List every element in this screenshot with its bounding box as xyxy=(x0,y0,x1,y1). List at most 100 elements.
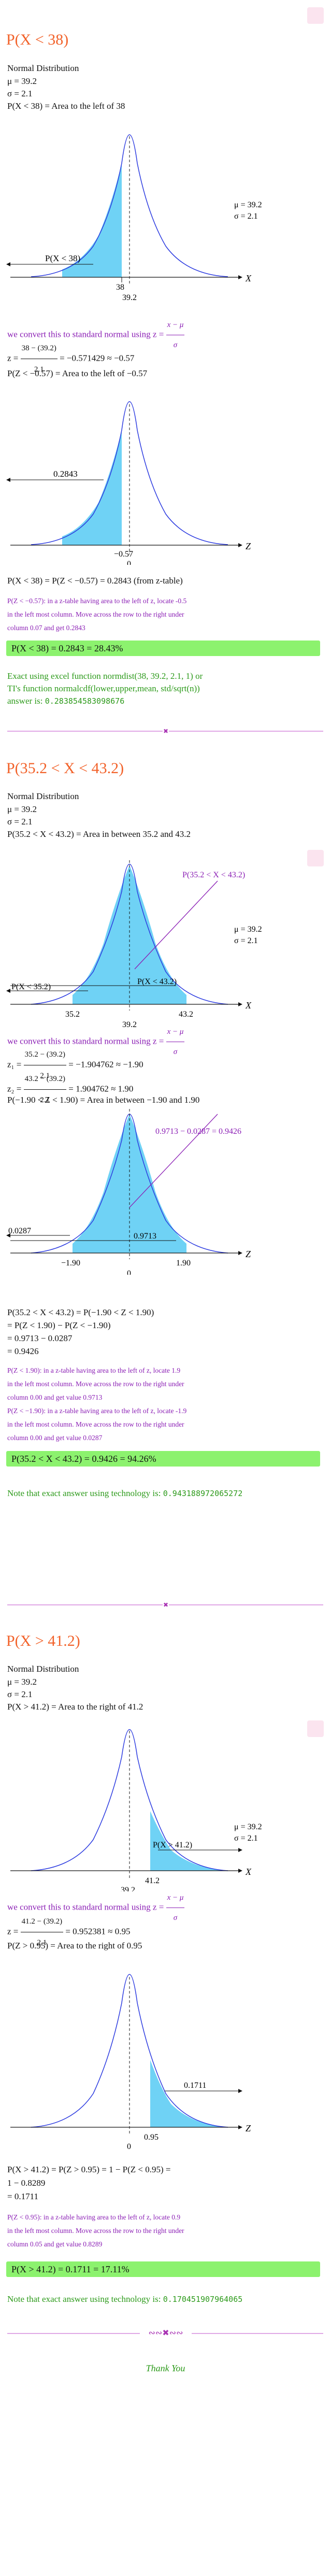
convert-text: we convert this to standard normal using… xyxy=(7,315,185,355)
text-line: μ = 39.2 xyxy=(7,804,37,814)
mu-label: μ = 39.2 xyxy=(234,201,262,209)
section-title: P(X < 38) xyxy=(6,31,69,48)
divider-ornament: ✖ xyxy=(163,728,169,735)
frac-denominator: σ xyxy=(173,1048,178,1056)
sigma-label: σ = 2.1 xyxy=(234,936,258,945)
z-prefix: z = xyxy=(7,353,19,363)
note-line: in the left most column. Move across the… xyxy=(7,1420,184,1428)
shaded-area xyxy=(150,1811,228,1871)
shaded-area xyxy=(62,430,122,545)
note-line: column 0.07 and get 0.2843 xyxy=(7,624,85,632)
standard-normal-figure: 0.9713 − 0.0287 = 0.9426 0.0287 0.9713 −… xyxy=(6,1109,251,1275)
shaded-area xyxy=(62,163,122,277)
result-line: = 0.1711 xyxy=(7,2191,38,2201)
frac-numerator: 41.2 − (39.2) xyxy=(20,1911,64,1932)
bell-curve xyxy=(31,134,228,277)
tech-note: Exact using excel function normdist(38, … xyxy=(7,671,203,681)
tick-label: 41.2 xyxy=(145,1876,160,1885)
tick-label: 43.2 xyxy=(179,1010,193,1019)
shaded-area xyxy=(150,2060,228,2127)
convert-label: we convert this to standard normal using… xyxy=(7,329,164,339)
tick-label: 0 xyxy=(127,1269,131,1275)
note-line: column 0.00 and get value 0.9713 xyxy=(7,1393,103,1401)
mu-label: μ = 39.2 xyxy=(234,1823,262,1831)
text-line: P(X < 38) = Area to the left of 38 xyxy=(7,101,125,111)
axis-label: Z xyxy=(246,1249,251,1259)
sigma-label: σ = 2.1 xyxy=(234,1834,258,1843)
standard-normal-figure: 0.1711 0.95 0 Z xyxy=(10,1974,251,2151)
tech-label: Note that exact answer using technology … xyxy=(7,1488,161,1498)
bell-curve xyxy=(31,1974,228,2128)
z-prefix: z₂ = xyxy=(7,1084,22,1094)
section-title: P(X > 41.2) xyxy=(6,1632,80,1649)
tick-label: 0 xyxy=(127,2142,131,2151)
axis-label: X xyxy=(245,1000,252,1011)
z-result: = −1.904762 ≈ −1.90 xyxy=(68,1059,143,1070)
result-line: = P(Z < 1.90) − P(Z < −1.90) xyxy=(7,1320,111,1330)
frac-denominator: σ xyxy=(173,1914,178,1922)
text-line: P(Z > 0.95) = Area to the right of 0.95 xyxy=(7,1941,142,1951)
tick-label: −1.90 xyxy=(61,1259,80,1268)
bell-curve xyxy=(31,1729,228,1871)
area-label: P(X < 43.2) xyxy=(137,977,177,986)
tick-label: −0.57 xyxy=(114,550,133,559)
note-line: in the left most column. Move across the… xyxy=(7,2227,184,2235)
convert-label: we convert this to standard normal using… xyxy=(7,1036,164,1046)
frac-numerator: x − μ xyxy=(166,315,185,335)
frac-numerator: 43.2 − (39.2) xyxy=(23,1069,67,1090)
tick-label: 0.95 xyxy=(144,2133,159,2142)
text-line: σ = 2.1 xyxy=(7,89,33,98)
answer-box: P(X < 38) = 0.2843 = 28.43% xyxy=(6,641,320,656)
tick-label: 35.2 xyxy=(65,1010,80,1019)
answer-box: P(35.2 < X < 43.2) = 0.9426 = 94.26% xyxy=(6,1451,320,1467)
callout-label: 0.9713 − 0.0287 = 0.9426 xyxy=(155,1127,241,1136)
note-line: P(Z < −1.90): in a z-table having area t… xyxy=(7,1407,187,1415)
result-line: P(35.2 < X < 43.2) = P(−1.90 < Z < 1.90) xyxy=(7,1307,154,1317)
tech-note: answer is: 0.283854583098676 xyxy=(7,695,124,707)
area-label: P(X > 41.2) xyxy=(153,1841,192,1849)
tech-value: 0.943188972065272 xyxy=(163,1489,243,1498)
text-line: P(X > 41.2) = Area to the right of 41.2 xyxy=(7,1702,143,1712)
frac-denominator: 2.1 xyxy=(40,1072,50,1080)
area-label: 0.9713 xyxy=(134,1232,156,1241)
note-line: column 0.05 and get value 0.8289 xyxy=(7,2240,103,2248)
tech-note: Note that exact answer using technology … xyxy=(7,1487,242,1500)
callout-line xyxy=(134,880,218,970)
z-equation: z₂ = 43.2 − (39.2)2.1 = 1.904762 ≈ 1.90 xyxy=(7,1069,133,1111)
z-prefix: z = xyxy=(7,1926,19,1937)
watermark-logo xyxy=(307,1720,324,1737)
tick-label: 0 xyxy=(127,560,131,565)
text-line: Normal Distribution xyxy=(7,1664,79,1674)
frac-denominator: σ xyxy=(173,341,178,349)
divider-ornament: ✖ xyxy=(163,1601,169,1609)
convert-text: we convert this to standard normal using… xyxy=(7,1888,185,1928)
tech-note: TI's function normalcdf(lower,upper,mean… xyxy=(7,684,200,693)
bell-curve xyxy=(31,401,228,545)
tech-note: Note that exact answer using technology … xyxy=(7,2293,242,2305)
area-label: 0.2843 xyxy=(53,469,78,479)
z-result: = 0.952381 ≈ 0.95 xyxy=(65,1926,131,1937)
note-line: P(Z < 0.95): in a z-table having area to… xyxy=(7,2213,181,2221)
frac-denominator: 2.1 xyxy=(34,365,44,374)
tick-label: 39.2 xyxy=(121,1886,135,1891)
tick-label: 39.2 xyxy=(122,293,137,302)
frac-denominator: 2.1 xyxy=(37,1939,47,1947)
divider-ornament: ∾∾✖∾∾ xyxy=(140,2327,192,2339)
note-line: column 0.00 and get value 0.0287 xyxy=(7,1434,103,1442)
tech-label: answer is: xyxy=(7,696,43,706)
convert-label: we convert this to standard normal using… xyxy=(7,1902,164,1912)
frac-numerator: 35.2 − (39.2) xyxy=(23,1044,67,1065)
result-line: = 0.9713 − 0.0287 xyxy=(7,1333,73,1343)
section-title: P(35.2 < X < 43.2) xyxy=(6,760,124,777)
axis-label: Z xyxy=(246,541,251,551)
text-line: σ = 2.1 xyxy=(7,1689,33,1699)
z-equation: z = 38 − (39.2)2.1 = −0.571429 ≈ −0.57 xyxy=(7,338,134,380)
axis-label: Z xyxy=(246,2123,251,2133)
frac-numerator: x − μ xyxy=(166,1888,185,1908)
thank-you: Thank You xyxy=(146,2363,185,2373)
tech-value: 0.283854583098676 xyxy=(45,696,125,706)
note-line: P(Z < 1.90): in a z-table having area to… xyxy=(7,1367,181,1374)
tick-label: 38 xyxy=(116,283,124,292)
normal-curve-figure: P(X > 41.2) 41.2 39.2 X μ = 39.2 σ = 2.1 xyxy=(10,1729,262,1891)
area-label: 0.1711 xyxy=(184,2081,206,2090)
